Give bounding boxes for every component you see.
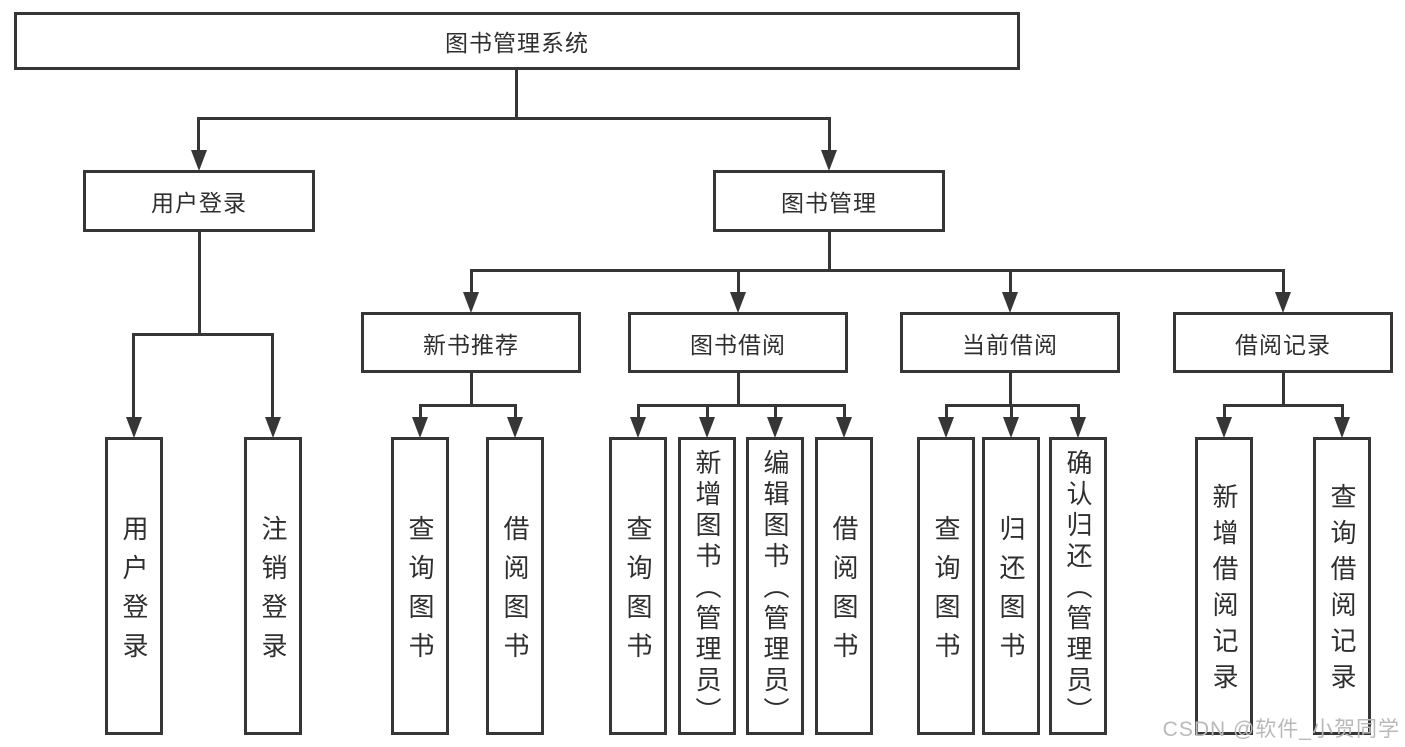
connector-current-borrow-stem bbox=[1009, 373, 1012, 407]
node-label: 图书管理系统 bbox=[445, 30, 589, 56]
connector-drop bbox=[1223, 404, 1226, 420]
node-label: 当前借阅 bbox=[962, 331, 1058, 358]
connector-drop-book-borrow bbox=[737, 269, 740, 295]
arrowhead-user-login bbox=[191, 150, 207, 171]
connector-drop-borrow-records bbox=[1282, 269, 1285, 295]
connector-book-management-rail bbox=[470, 269, 1284, 272]
connector-drop bbox=[419, 404, 422, 420]
connector-book-borrow-rail bbox=[637, 404, 846, 407]
leaf-query-books-current: 查询图书 bbox=[917, 437, 975, 735]
leaf-user-login: 用户登录 bbox=[105, 437, 163, 735]
arrowhead bbox=[938, 417, 954, 438]
leaf-add-books-admin: 新增图书（管理员） bbox=[678, 437, 736, 735]
arrowhead bbox=[836, 417, 852, 438]
node-book-borrow: 图书借阅 bbox=[628, 312, 848, 373]
leaf-label: 借阅图书 bbox=[500, 514, 530, 671]
leaf-label: 查询图书 bbox=[623, 514, 653, 671]
node-label: 图书借阅 bbox=[690, 331, 786, 358]
leaf-label: 编辑图书（管理员） bbox=[760, 449, 790, 728]
connector-new-book-stem bbox=[470, 373, 473, 407]
leaf-label: 新增图书（管理员） bbox=[692, 449, 722, 728]
node-user-login: 用户登录 bbox=[83, 170, 315, 232]
leaf-label: 查询图书 bbox=[405, 514, 435, 671]
leaf-add-borrow-record: 新增借阅记录 bbox=[1195, 437, 1253, 735]
connector-user-login-rail bbox=[132, 333, 274, 336]
leaf-query-borrow-record: 查询借阅记录 bbox=[1313, 437, 1371, 735]
arrowhead-book-borrow bbox=[730, 292, 746, 313]
connector-drop-user-login bbox=[197, 117, 200, 154]
leaf-edit-books-admin: 编辑图书（管理员） bbox=[746, 437, 804, 735]
leaf-query-books-recommend: 查询图书 bbox=[391, 437, 449, 735]
connector-book-borrow-stem bbox=[737, 373, 740, 407]
connector-drop bbox=[706, 404, 709, 420]
leaf-label: 查询借阅记录 bbox=[1327, 483, 1357, 699]
csdn-watermark: CSDN @软件_小贺同学 bbox=[1162, 718, 1400, 741]
connector-drop bbox=[637, 404, 640, 420]
leaf-label: 借阅图书 bbox=[829, 514, 859, 671]
connector-drop-current-borrow bbox=[1009, 269, 1012, 295]
arrowhead-borrow-records bbox=[1275, 292, 1291, 313]
leaf-label: 查询图书 bbox=[931, 514, 961, 671]
leaf-borrow-books: 借阅图书 bbox=[815, 437, 873, 735]
node-new-book-recommend: 新书推荐 bbox=[361, 312, 581, 373]
arrowhead-current-borrow bbox=[1002, 292, 1018, 313]
connector-drop bbox=[774, 404, 777, 420]
connector-drop-new-book bbox=[470, 269, 473, 295]
connector-root-rail bbox=[197, 117, 831, 120]
arrowhead bbox=[1334, 417, 1350, 438]
connector-drop-leaf-logout bbox=[271, 333, 274, 420]
leaf-label: 确认归还（管理员） bbox=[1063, 449, 1093, 728]
arrowhead-leaf-login bbox=[126, 417, 142, 438]
connector-borrow-records-stem bbox=[1282, 373, 1285, 407]
node-library-management-system: 图书管理系统 bbox=[14, 12, 1020, 70]
arrowhead-book-management bbox=[821, 150, 837, 171]
node-label: 图书管理 bbox=[781, 190, 877, 216]
connector-book-management-stem bbox=[828, 232, 831, 272]
connector-drop-leaf-login bbox=[132, 333, 135, 420]
node-book-management: 图书管理 bbox=[713, 170, 945, 232]
arrowhead bbox=[630, 417, 646, 438]
arrowhead-new-book bbox=[463, 292, 479, 313]
node-label: 新书推荐 bbox=[423, 331, 519, 358]
connector-drop-book-management bbox=[828, 117, 831, 154]
arrowhead bbox=[1216, 417, 1232, 438]
node-label: 借阅记录 bbox=[1235, 331, 1331, 358]
connector-user-login-stem bbox=[198, 232, 201, 336]
leaf-return-books: 归还图书 bbox=[982, 437, 1040, 735]
connector-drop bbox=[514, 404, 517, 420]
leaf-query-books-borrow: 查询图书 bbox=[609, 437, 667, 735]
arrowhead-leaf-logout bbox=[265, 417, 281, 438]
connector-root-stem bbox=[515, 70, 518, 119]
arrowhead bbox=[412, 417, 428, 438]
leaf-label: 用户登录 bbox=[119, 514, 149, 671]
leaf-label: 归还图书 bbox=[996, 514, 1026, 671]
connector-borrow-records-rail bbox=[1223, 404, 1344, 407]
node-label: 用户登录 bbox=[151, 190, 247, 216]
leaf-label: 注销登录 bbox=[258, 514, 288, 671]
connector-drop bbox=[945, 404, 948, 420]
connector-drop bbox=[1341, 404, 1344, 420]
connector-drop bbox=[1077, 404, 1080, 420]
arrowhead bbox=[507, 417, 523, 438]
arrowhead bbox=[1003, 417, 1019, 438]
connector-new-book-rail bbox=[419, 404, 517, 407]
arrowhead bbox=[1070, 417, 1086, 438]
connector-drop bbox=[1010, 404, 1013, 420]
leaf-borrow-books-recommend: 借阅图书 bbox=[486, 437, 544, 735]
connector-drop bbox=[843, 404, 846, 420]
arrowhead bbox=[767, 417, 783, 438]
node-borrow-records: 借阅记录 bbox=[1173, 312, 1393, 373]
arrowhead bbox=[699, 417, 715, 438]
leaf-confirm-return-admin: 确认归还（管理员） bbox=[1049, 437, 1107, 735]
leaf-label: 新增借阅记录 bbox=[1209, 483, 1239, 699]
node-current-borrow: 当前借阅 bbox=[900, 312, 1120, 373]
leaf-logout: 注销登录 bbox=[244, 437, 302, 735]
